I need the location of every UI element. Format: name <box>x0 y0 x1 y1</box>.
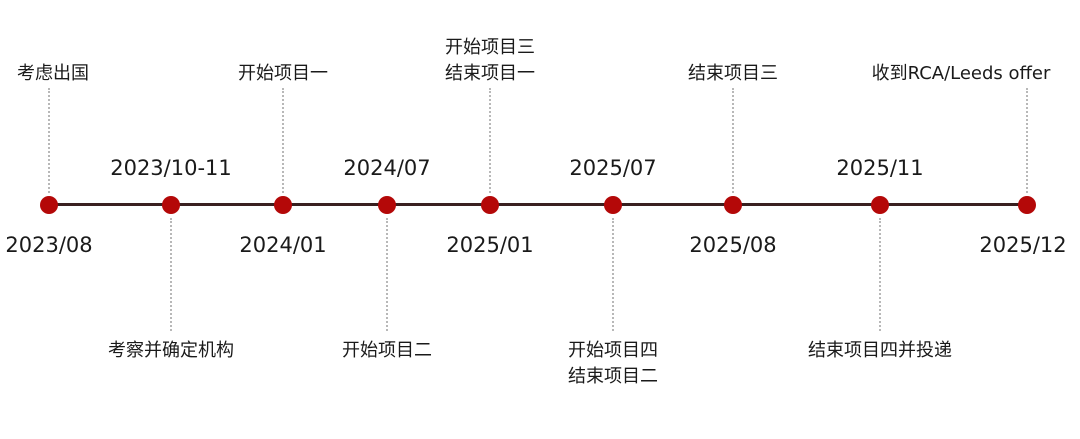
milestone-dot <box>481 196 499 214</box>
milestone-dot <box>40 196 58 214</box>
milestone-dot <box>724 196 742 214</box>
connector-line <box>386 218 388 331</box>
event-text: 开始项目一 <box>238 63 328 84</box>
event-label: 收到RCA/Leeds offer <box>872 61 1051 87</box>
connector-line <box>48 88 50 193</box>
milestone-dot <box>162 196 180 214</box>
date-label: 2023/10-11 <box>110 156 232 180</box>
milestone-dot <box>274 196 292 214</box>
event-label: 开始项目二 <box>342 338 432 364</box>
date-label: 2025/08 <box>689 233 777 257</box>
milestone-dot <box>871 196 889 214</box>
connector-line <box>170 218 172 331</box>
connector-line <box>282 88 284 193</box>
event-text: 结束项目四并投递 <box>808 340 952 361</box>
connector-line <box>612 218 614 331</box>
date-label: 2024/07 <box>343 156 431 180</box>
date-label: 2025/11 <box>836 156 924 180</box>
date-label: 2024/01 <box>239 233 327 257</box>
timeline-axis-line <box>49 203 1027 206</box>
event-text: 结束项目一 <box>445 63 535 84</box>
event-text: 开始项目三 <box>445 37 535 58</box>
event-label: 考虑出国 <box>17 61 89 87</box>
connector-line <box>732 88 734 193</box>
date-label: 2025/12 <box>979 233 1067 257</box>
connector-line <box>1026 88 1028 193</box>
event-text: 考虑出国 <box>17 63 89 84</box>
milestone-dot <box>604 196 622 214</box>
event-label: 结束项目三 <box>688 61 778 87</box>
event-text: 结束项目二 <box>568 366 658 387</box>
date-label: 2025/07 <box>569 156 657 180</box>
event-label: 考察并确定机构 <box>108 338 234 364</box>
event-text: 收到RCA/Leeds offer <box>871 63 1051 84</box>
event-text: 开始项目二 <box>342 340 432 361</box>
connector-line <box>879 218 881 331</box>
date-label: 2023/08 <box>5 233 93 257</box>
event-label: 结束项目四并投递 <box>808 338 952 364</box>
event-text: 开始项目四 <box>568 340 658 361</box>
milestone-dot <box>378 196 396 214</box>
event-label: 开始项目一 <box>238 61 328 87</box>
date-label: 2025/01 <box>446 233 534 257</box>
event-text: 考察并确定机构 <box>108 340 234 361</box>
milestone-dot <box>1018 196 1036 214</box>
event-label: 开始项目四 结束项目二 <box>568 338 658 390</box>
event-text: 结束项目三 <box>688 63 778 84</box>
event-label: 开始项目三 结束项目一 <box>445 35 535 87</box>
connector-line <box>489 88 491 193</box>
